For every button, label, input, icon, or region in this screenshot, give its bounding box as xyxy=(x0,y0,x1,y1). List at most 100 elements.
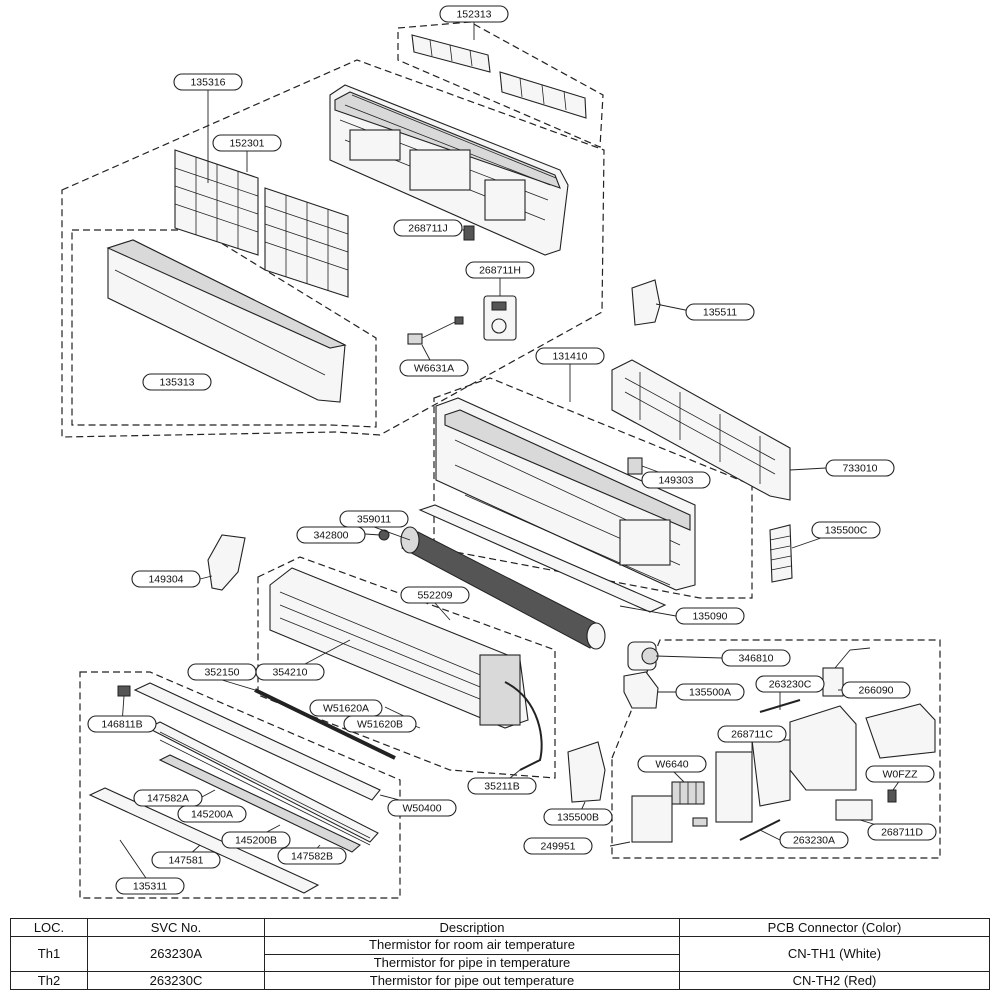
label-131410: 131410 xyxy=(535,347,605,365)
table-row: Th2 263230C Thermistor for pipe out temp… xyxy=(10,971,990,990)
svg-text:268711J: 268711J xyxy=(408,222,448,234)
svg-text:147582A: 147582A xyxy=(147,792,189,804)
parts-artwork xyxy=(88,34,936,894)
column-header-loc: LOC. xyxy=(10,918,88,937)
svg-text:152313: 152313 xyxy=(456,8,491,20)
label-342800: 342800 xyxy=(296,526,366,544)
label-135316: 135316 xyxy=(173,73,243,91)
harness-connector xyxy=(407,316,464,345)
part-352150-shape xyxy=(254,688,396,760)
label-268711C: 268711C xyxy=(717,725,787,743)
table-row: Thermistor for pipe in temperature xyxy=(11,953,990,973)
label-145200B: 145200B xyxy=(221,831,291,849)
svg-text:W0FZZ: W0FZZ xyxy=(883,768,919,780)
exploded-parts-diagram: 152313 135316 152301 268711J 268711H 135… xyxy=(61,5,941,899)
assembly-boundaries xyxy=(61,21,941,899)
label-149304: 149304 xyxy=(131,570,201,588)
label-135500A: 135500A xyxy=(675,683,745,701)
side-cover-shape xyxy=(631,279,661,326)
label-152301: 152301 xyxy=(212,134,282,152)
label-W6640: W6640 xyxy=(637,755,707,773)
svg-text:352150: 352150 xyxy=(204,666,239,678)
svg-text:147582B: 147582B xyxy=(291,850,333,862)
label-147582A: 147582A xyxy=(133,789,203,807)
svg-text:135316: 135316 xyxy=(190,76,225,88)
svg-text:W6631A: W6631A xyxy=(414,362,454,374)
svg-text:135500B: 135500B xyxy=(557,811,599,823)
cell-description: Thermistor for room air temperature xyxy=(264,936,680,955)
label-146811B: 146811B xyxy=(87,715,157,733)
label-147581: 147581 xyxy=(151,851,221,869)
label-35211B: 35211B xyxy=(467,777,537,795)
svg-text:146811B: 146811B xyxy=(101,718,142,730)
label-266090: 266090 xyxy=(841,681,911,699)
svg-text:W51620B: W51620B xyxy=(357,718,403,730)
display-module xyxy=(483,295,517,341)
column-header-svc-no: SVC No. xyxy=(87,918,265,937)
label-263230A: 263230A xyxy=(779,831,849,849)
label-135313: 135313 xyxy=(142,373,212,391)
label-W51620A: W51620A xyxy=(309,699,383,717)
hose-35211B-shape xyxy=(504,681,543,771)
svg-text:152301: 152301 xyxy=(229,137,264,149)
cell-connector: CN-TH2 (Red) xyxy=(679,971,990,990)
svg-text:149304: 149304 xyxy=(148,573,183,585)
label-268711D: 268711D xyxy=(867,823,937,841)
label-152313: 152313 xyxy=(439,5,509,23)
cell-description: Thermistor for pipe out temperature xyxy=(264,971,680,990)
svg-text:135311: 135311 xyxy=(133,880,167,892)
svg-text:W6640: W6640 xyxy=(655,758,688,770)
label-359011: 359011 xyxy=(339,510,409,528)
label-147582B: 147582B xyxy=(277,847,347,865)
svg-text:135511: 135511 xyxy=(703,306,737,318)
evaporator-shape xyxy=(269,567,529,729)
svg-text:131410: 131410 xyxy=(552,350,587,362)
svg-text:135500C: 135500C xyxy=(825,524,868,536)
svg-text:35211B: 35211B xyxy=(484,780,519,792)
drain-pan-strip xyxy=(418,504,667,613)
svg-text:346810: 346810 xyxy=(738,652,773,664)
svg-text:552209: 552209 xyxy=(417,589,452,601)
fan-motor-shape xyxy=(627,641,659,671)
svg-text:268711D: 268711D xyxy=(881,826,923,838)
table-row: Th1 263230A Thermistor for room air temp… xyxy=(10,935,990,973)
air-filter-pair xyxy=(174,149,349,298)
cell-connector: CN-TH1 (White) xyxy=(679,935,990,973)
part-135500B-shape xyxy=(567,741,606,803)
svg-text:263230C: 263230C xyxy=(769,678,812,690)
label-552209: 552209 xyxy=(400,586,470,604)
label-149303: 149303 xyxy=(641,471,711,489)
label-135090: 135090 xyxy=(675,607,745,625)
svg-text:145200B: 145200B xyxy=(235,834,277,846)
label-354210: 354210 xyxy=(255,663,325,681)
cell-description: Thermistor for pipe in temperature xyxy=(264,953,680,973)
label-268711H: 268711H xyxy=(465,261,535,279)
label-268711J: 268711J xyxy=(393,219,463,237)
svg-text:W51620A: W51620A xyxy=(323,702,369,714)
label-145200A: 145200A xyxy=(177,805,247,823)
svg-text:733010: 733010 xyxy=(842,462,877,474)
part-number-labels: 152313 135316 152301 268711J 268711H 135… xyxy=(87,5,937,895)
label-135511: 135511 xyxy=(685,303,755,321)
label-263230C: 263230C xyxy=(755,675,825,693)
cell-svc-no: 263230C xyxy=(87,971,265,990)
label-135500C: 135500C xyxy=(811,521,881,539)
label-733010: 733010 xyxy=(825,459,895,477)
svg-text:354210: 354210 xyxy=(272,666,307,678)
svg-text:266090: 266090 xyxy=(858,684,893,696)
part-135500C-shape xyxy=(769,524,793,583)
svg-text:145200A: 145200A xyxy=(191,808,233,820)
label-W51620B: W51620B xyxy=(343,715,417,733)
cell-loc: Th1 xyxy=(10,935,88,973)
chassis-shape xyxy=(435,397,696,591)
svg-text:147581: 147581 xyxy=(168,854,203,866)
svg-text:135090: 135090 xyxy=(692,610,727,622)
part-268711J-shape xyxy=(463,225,475,241)
label-W6631A: W6631A xyxy=(399,359,469,377)
svg-text:342800: 342800 xyxy=(313,529,348,541)
svg-text:149303: 149303 xyxy=(658,474,693,486)
svg-text:359011: 359011 xyxy=(357,513,391,525)
grille-vent-strips xyxy=(411,34,587,119)
label-352150: 352150 xyxy=(187,663,257,681)
label-W50400: W50400 xyxy=(387,799,457,817)
